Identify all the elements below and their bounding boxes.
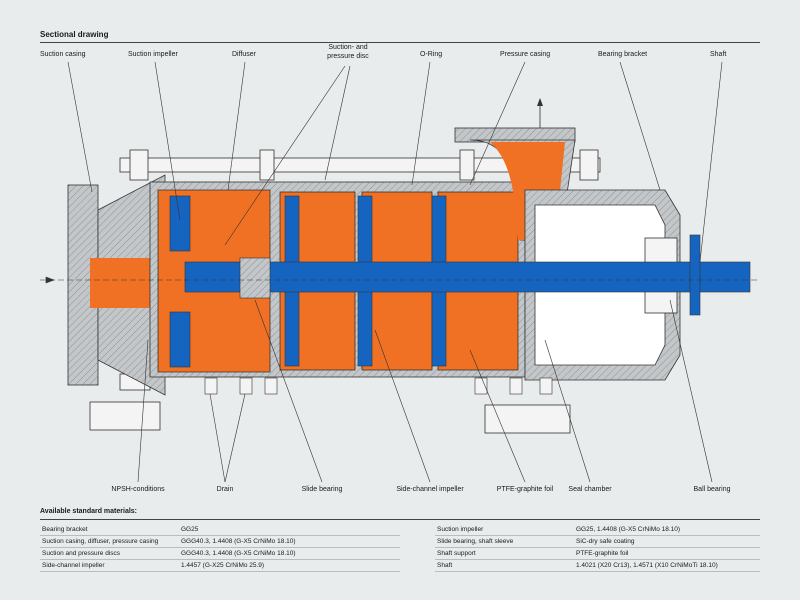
material-value: 1.4021 (X20 Cr13), 1.4571 (X10 CrNiMoTi …: [574, 559, 760, 572]
material-part: Suction impeller: [435, 524, 574, 536]
label-drain: Drain: [216, 486, 234, 493]
material-value: SiC-dry safe coating: [574, 535, 760, 548]
title-rule: [40, 42, 760, 43]
label-side-channel-impeller: Side-channel impeller: [396, 486, 464, 493]
label-diffuser: Diffuser: [232, 51, 256, 58]
materials-rule: [40, 519, 760, 520]
material-part: Suction casing, diffuser, pressure casin…: [40, 535, 179, 548]
label-shaft: Shaft: [710, 51, 727, 58]
tie-rods: [119, 149, 601, 391]
shaft-shape: [40, 234, 760, 316]
label-slide-bearing: Slide bearing: [301, 486, 343, 493]
material-value: 1.4457 (G-X25 CrNiMo 25.9): [179, 559, 400, 572]
label-ptfe-graphite-foil: PTFE-graphite foil: [496, 486, 554, 493]
material-value: GG25: [179, 524, 400, 536]
label-suction-impeller: Suction impeller: [128, 51, 178, 58]
material-value: GGG40.3, 1.4408 (G-X5 CrNiMo 18.10): [179, 535, 400, 548]
leader-lines: [67, 61, 723, 483]
material-part: Slide bearing, shaft sleeve: [435, 535, 574, 548]
label-seal-chamber: Seal chamber: [568, 486, 612, 493]
drain-plugs: [204, 377, 553, 395]
materials-title: Available standard materials:: [40, 508, 138, 515]
label-suction-casing: Suction casing: [40, 51, 86, 58]
label-ball-bearing: Ball bearing: [693, 486, 731, 493]
label-suction-pressure-disc-line2: pressure disc: [327, 53, 369, 60]
table-row: Suction casing, diffuser, pressure casin…: [40, 535, 400, 548]
pump-foot: [89, 401, 571, 434]
material-part: Side-channel impeller: [40, 559, 179, 572]
material-part: Suction and pressure discs: [40, 547, 179, 560]
material-value: GG25, 1.4408 (G-X5 CrNiMo 18.10): [574, 524, 760, 536]
suction-casing-shape: [67, 174, 166, 396]
label-o-ring: O-Ring: [420, 51, 443, 58]
label-npsh-conditions: NPSH-conditions: [111, 486, 165, 493]
material-part: Bearing bracket: [40, 524, 179, 536]
material-part: Shaft support: [435, 547, 574, 560]
label-pressure-casing: Pressure casing: [500, 51, 551, 58]
material-value: GGG40.3, 1.4408 (G-X5 CrNiMo 18.10): [179, 547, 400, 560]
material-part: Shaft: [435, 559, 574, 572]
page-title: Sectional drawing: [40, 30, 109, 39]
label-suction-pressure-disc-line1: Suction- and: [328, 44, 368, 51]
material-value: PTFE-graphite foil: [574, 547, 760, 560]
label-bearing-bracket: Bearing bracket: [598, 51, 648, 58]
